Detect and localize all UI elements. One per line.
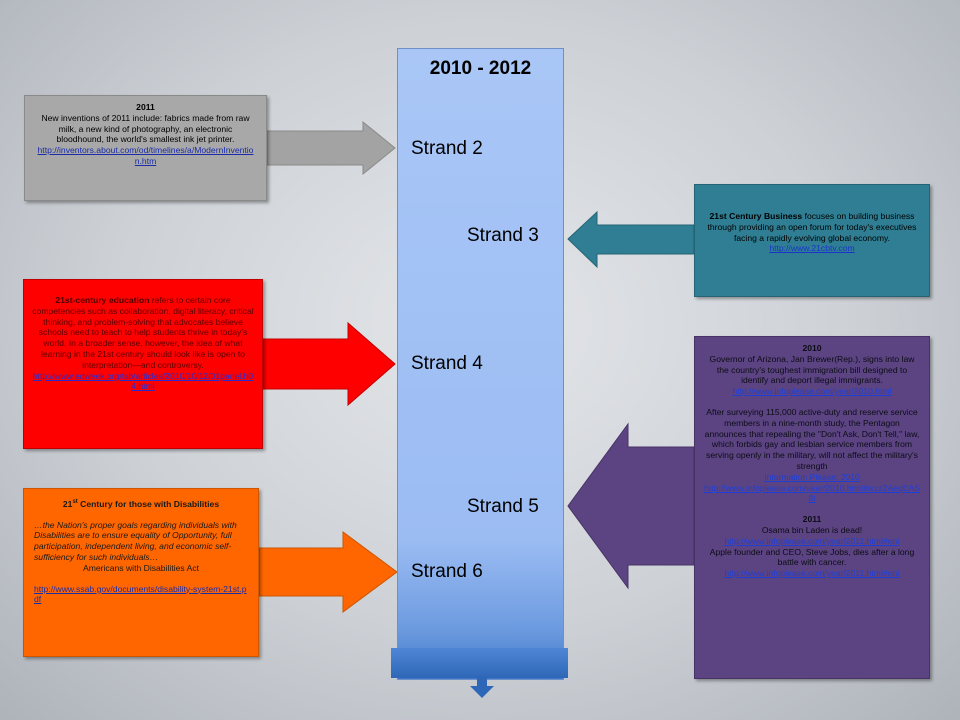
disabilities-link[interactable]: http://www.ssab.gov/documents/disability… xyxy=(34,583,247,605)
down-arrow-icon xyxy=(470,676,494,698)
teal-arrow-left xyxy=(567,210,695,269)
education-link[interactable]: http://www.edweek.org/tsb/articles/2010/… xyxy=(32,370,254,392)
inventions-link[interactable]: http://inventors.about.com/od/timelines/… xyxy=(37,145,254,166)
news-heading-2011: 2011 xyxy=(802,514,822,525)
timeline-column xyxy=(397,48,564,680)
disabilities-quote: …the Nation's proper goals regarding ind… xyxy=(34,519,237,563)
red-arrow-right xyxy=(262,321,396,407)
education-term: 21st-century education xyxy=(55,295,150,305)
strand-3-label: Strand 3 xyxy=(467,225,539,246)
timeline-base xyxy=(391,648,568,678)
strand-6-label: Strand 6 xyxy=(411,561,483,582)
strand-4-label: Strand 4 xyxy=(411,353,483,374)
news-heading-2010: 2010 xyxy=(802,343,822,353)
education-box: 21st-century education refers to certain… xyxy=(23,279,263,449)
news-arizona-text: Governor of Arizona, Jan Brewer(Rep.), s… xyxy=(709,353,915,386)
strand-5-label: Strand 5 xyxy=(467,496,539,517)
news-osama-text: Osama bin Laden is dead! xyxy=(761,524,863,535)
box-heading: 2011 xyxy=(136,102,155,112)
news-pentagon-text: After surveying 115,000 active-duty and … xyxy=(704,406,920,471)
news-jobs-text: Apple founder and CEO, Steve Jobs, dies … xyxy=(709,546,915,568)
timeline-title: 2010 - 2012 xyxy=(429,58,532,79)
purple-arrow-left xyxy=(567,422,695,590)
box-heading: 21st Century for those with Disabilities xyxy=(62,498,220,509)
box-text: New inventions of 2011 include: fabrics … xyxy=(41,112,250,145)
news-link-2011-b[interactable]: http://www.infoplease.com/year/2011.html… xyxy=(724,568,900,579)
business-term: 21st Century Business xyxy=(709,211,803,221)
disabilities-box: 21st Century for those with Disabilities… xyxy=(23,488,259,657)
inventions-2011-box: 2011 New inventions of 2011 include: fab… xyxy=(24,95,267,201)
news-link-2010[interactable]: http://www.infoplease.com/year/2010.html xyxy=(732,386,892,397)
gray-arrow-right xyxy=(266,120,396,176)
news-link-2011-a[interactable]: http://www.infoplease.com/year/2011.html… xyxy=(724,535,900,546)
news-link-2010-ext[interactable]: http://www.infoplease.com/year/2010.html… xyxy=(704,482,920,504)
news-link-infoplease-label[interactable]: Information Please: 2010 xyxy=(764,471,860,482)
strand-2-label: Strand 2 xyxy=(411,138,483,159)
business-box: 21st Century Business focuses on buildin… xyxy=(694,184,930,297)
orange-arrow-right xyxy=(258,531,398,613)
disabilities-source: Americans with Disabilities Act xyxy=(82,562,200,573)
education-text: refers to certain core competencies such… xyxy=(32,295,254,370)
news-box: 2010 Governor of Arizona, Jan Brewer(Rep… xyxy=(694,336,930,679)
business-link[interactable]: http://www.21cbtv.com xyxy=(769,243,855,254)
business-text: focuses on building business through pro… xyxy=(707,211,917,243)
